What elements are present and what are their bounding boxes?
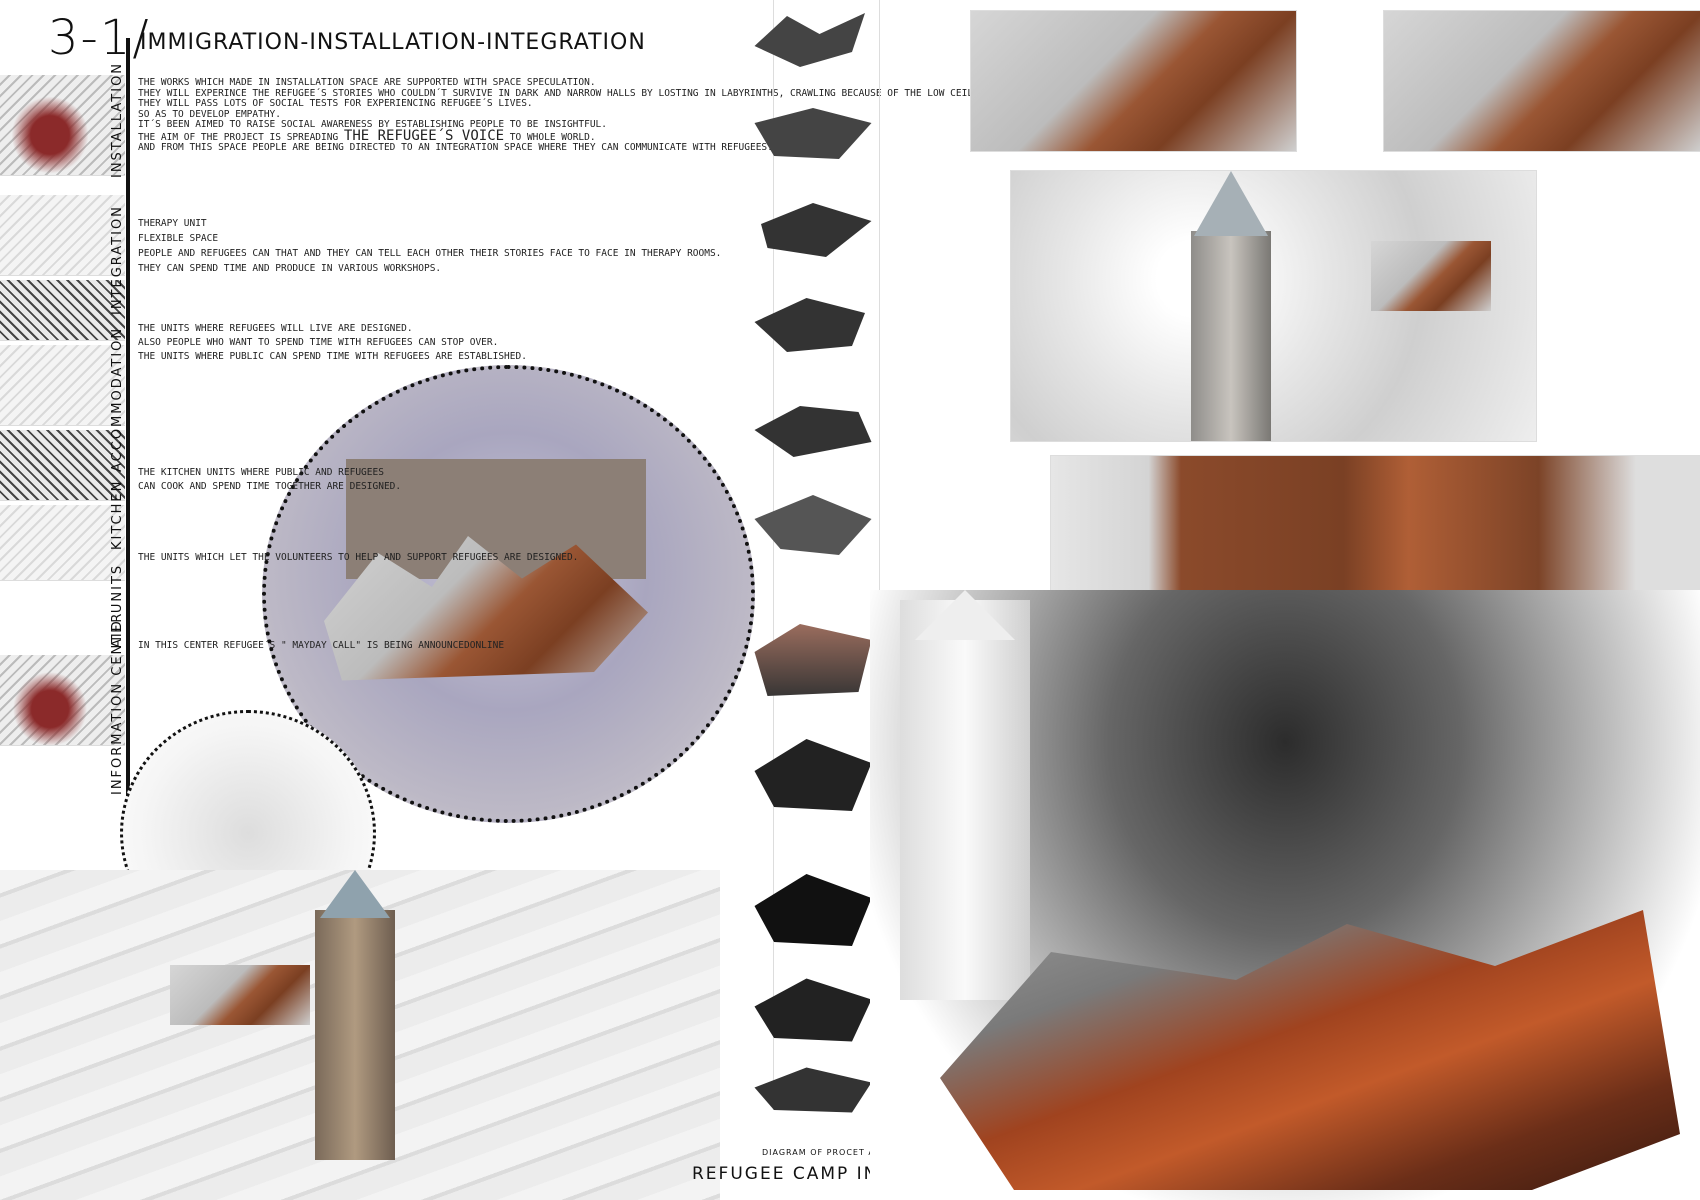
tower-cone bbox=[1194, 171, 1268, 236]
city-model bbox=[0, 870, 720, 1200]
thumb-accommodation-1 bbox=[0, 280, 125, 341]
intro-line: AND FROM THIS SPACE PEOPLE ARE BEING DIR… bbox=[138, 142, 773, 153]
thumb-integration bbox=[0, 195, 125, 276]
sheet-number: 3-1/ bbox=[48, 10, 151, 66]
accommodation-line: THE UNITS WHERE REFUGEES WILL LIVE ARE D… bbox=[138, 323, 413, 334]
render-tower-aerial bbox=[1010, 170, 1537, 442]
label-integration: INTEGRATION bbox=[110, 205, 125, 315]
intro-line: SO AS TO DEVELOP EMPATHY. bbox=[138, 108, 281, 120]
intro-line: THEY WILL PASS LOTS OF SOCIAL TESTS FOR … bbox=[138, 98, 533, 109]
render-top-1 bbox=[970, 10, 1297, 152]
label-accommodation: ACCOMMODATION bbox=[110, 326, 125, 472]
intro-line-pre: THE AIM OF THE PROJECT IS SPREADING bbox=[138, 131, 344, 143]
tower-body bbox=[1191, 231, 1271, 441]
tower-cone bbox=[320, 870, 390, 918]
thumb-aid bbox=[0, 505, 125, 581]
intro-line: IT´S BEEN AIMED TO RAISE SOCIAL AWARENES… bbox=[138, 119, 607, 130]
galata-tower bbox=[315, 910, 395, 1160]
render-top-2 bbox=[1383, 10, 1700, 152]
info-line: IN THIS CENTER REFUGEE´S " MAYDAY CALL" … bbox=[138, 640, 505, 651]
vertical-divider bbox=[126, 38, 130, 908]
rust-cluster bbox=[1371, 241, 1491, 311]
intro-line: THEY WILL EXPERINCE THE REFUGEE´S STORIE… bbox=[138, 87, 991, 99]
aid-line: THE UNITS WHICH LET THE VOLUNTEERS TO HE… bbox=[138, 552, 579, 563]
hero-render bbox=[870, 590, 1700, 1200]
accommodation-line: THE UNITS WHERE PUBLIC CAN SPEND TIME WI… bbox=[138, 351, 527, 362]
diagram-column bbox=[773, 0, 880, 1110]
kitchen-line: CAN COOK AND SPEND TIME TOGETHER ARE DES… bbox=[138, 481, 402, 492]
kitchen-text: THE KITCHEN UNITS WHERE PUBLIC AND REFUG… bbox=[138, 466, 401, 494]
intro-text: THE WORKS WHICH MADE IN INSTALLATION SPA… bbox=[138, 77, 991, 154]
integration-text: THERAPY UNIT FLEXIBLE SPACE PEOPLE AND R… bbox=[138, 216, 721, 276]
info-text: IN THIS CENTER REFUGEE´S " MAYDAY CALL" … bbox=[138, 640, 505, 652]
kitchen-line: THE KITCHEN UNITS WHERE PUBLIC AND REFUG… bbox=[138, 467, 384, 478]
rust-cluster bbox=[170, 965, 310, 1025]
integration-line: PEOPLE AND REFUGEES CAN THAT AND THEY CA… bbox=[138, 248, 722, 259]
tower-sketch bbox=[900, 600, 1030, 1000]
label-information-center: INFORMATION CENTER bbox=[110, 611, 125, 795]
refugee-voice-emphasis: THE REFUGEE´S VOICE bbox=[343, 127, 505, 144]
accommodation-line: ALSO PEOPLE WHO WANT TO SPEND TIME WITH … bbox=[138, 337, 499, 348]
thumb-kitchen bbox=[0, 430, 125, 501]
intro-line-post: TO WHOLE WORLD. bbox=[504, 131, 596, 143]
label-installation: INSTALLATION bbox=[110, 61, 125, 178]
intro-line: THE AIM OF THE PROJECT IS SPREADING THE … bbox=[138, 127, 990, 144]
thumb-accommodation-2 bbox=[0, 345, 125, 426]
diagram-caption: DIAGRAM OF PROCET AREA bbox=[762, 1148, 894, 1157]
integration-line: THERAPY UNIT bbox=[138, 218, 207, 229]
thumb-installation bbox=[0, 75, 125, 176]
accommodation-text: THE UNITS WHERE REFUGEES WILL LIVE ARE D… bbox=[138, 322, 527, 364]
label-kitchen: KITCHEN bbox=[110, 479, 125, 550]
thumb-info-center bbox=[0, 655, 125, 746]
integration-line: FLEXIBLE SPACE bbox=[138, 233, 219, 244]
intro-line: THE WORKS WHICH MADE IN INSTALLATION SPA… bbox=[138, 77, 596, 88]
sheet-title: IMMIGRATION-INSTALLATION-INTEGRATION bbox=[140, 30, 646, 55]
integration-line: THEY CAN SPEND TIME AND PRODUCE IN VARIO… bbox=[138, 263, 442, 274]
circular-render bbox=[262, 365, 755, 823]
aid-text: THE UNITS WHICH LET THE VOLUNTEERS TO HE… bbox=[138, 552, 579, 564]
hero-building bbox=[940, 910, 1680, 1190]
